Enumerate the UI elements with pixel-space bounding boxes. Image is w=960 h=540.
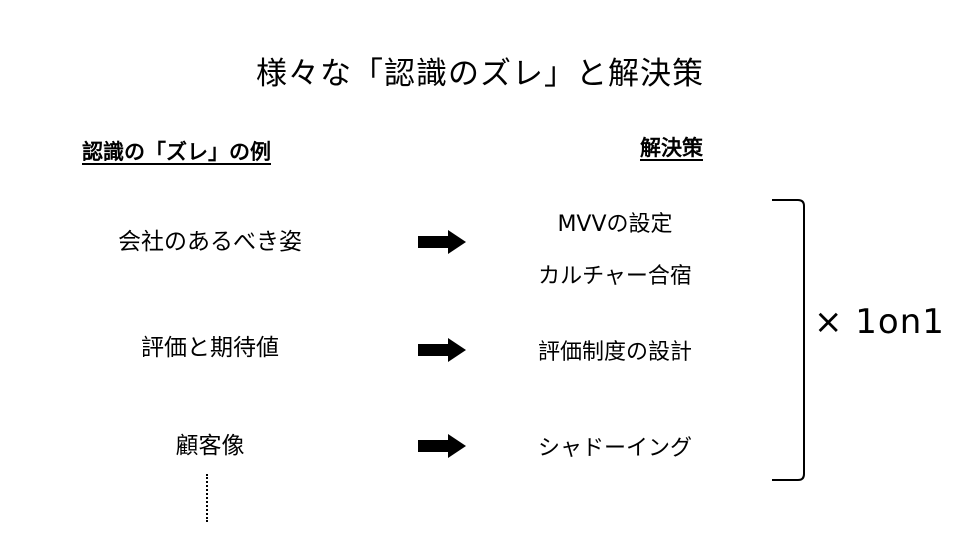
right-arrow-icon (418, 434, 466, 458)
right-arrow-icon (418, 338, 466, 362)
page-title: 様々な「認識のズレ」と解決策 (256, 56, 704, 92)
one-on-one-label: × 1on1 (814, 302, 945, 342)
solution-item-evaluation-design: 評価制度の設計 (537, 340, 692, 365)
solution-item-mvv: MVVの設定 (557, 212, 673, 237)
example-item-customer-persona: 顧客像 (175, 433, 245, 459)
example-item-evaluation: 評価と期待値 (141, 335, 279, 361)
right-arrow-icon (418, 230, 466, 254)
right-column-header: 解決策 (640, 136, 703, 160)
vertical-ellipsis-icon (206, 474, 208, 522)
solution-item-shadowing: シャドーイング (537, 436, 692, 461)
right-bracket (772, 199, 805, 481)
left-column-header: 認識の「ズレ」の例 (82, 140, 271, 164)
solution-item-culture-camp: カルチャー合宿 (538, 264, 692, 289)
example-item-company-vision: 会社のあるべき姿 (118, 229, 302, 255)
